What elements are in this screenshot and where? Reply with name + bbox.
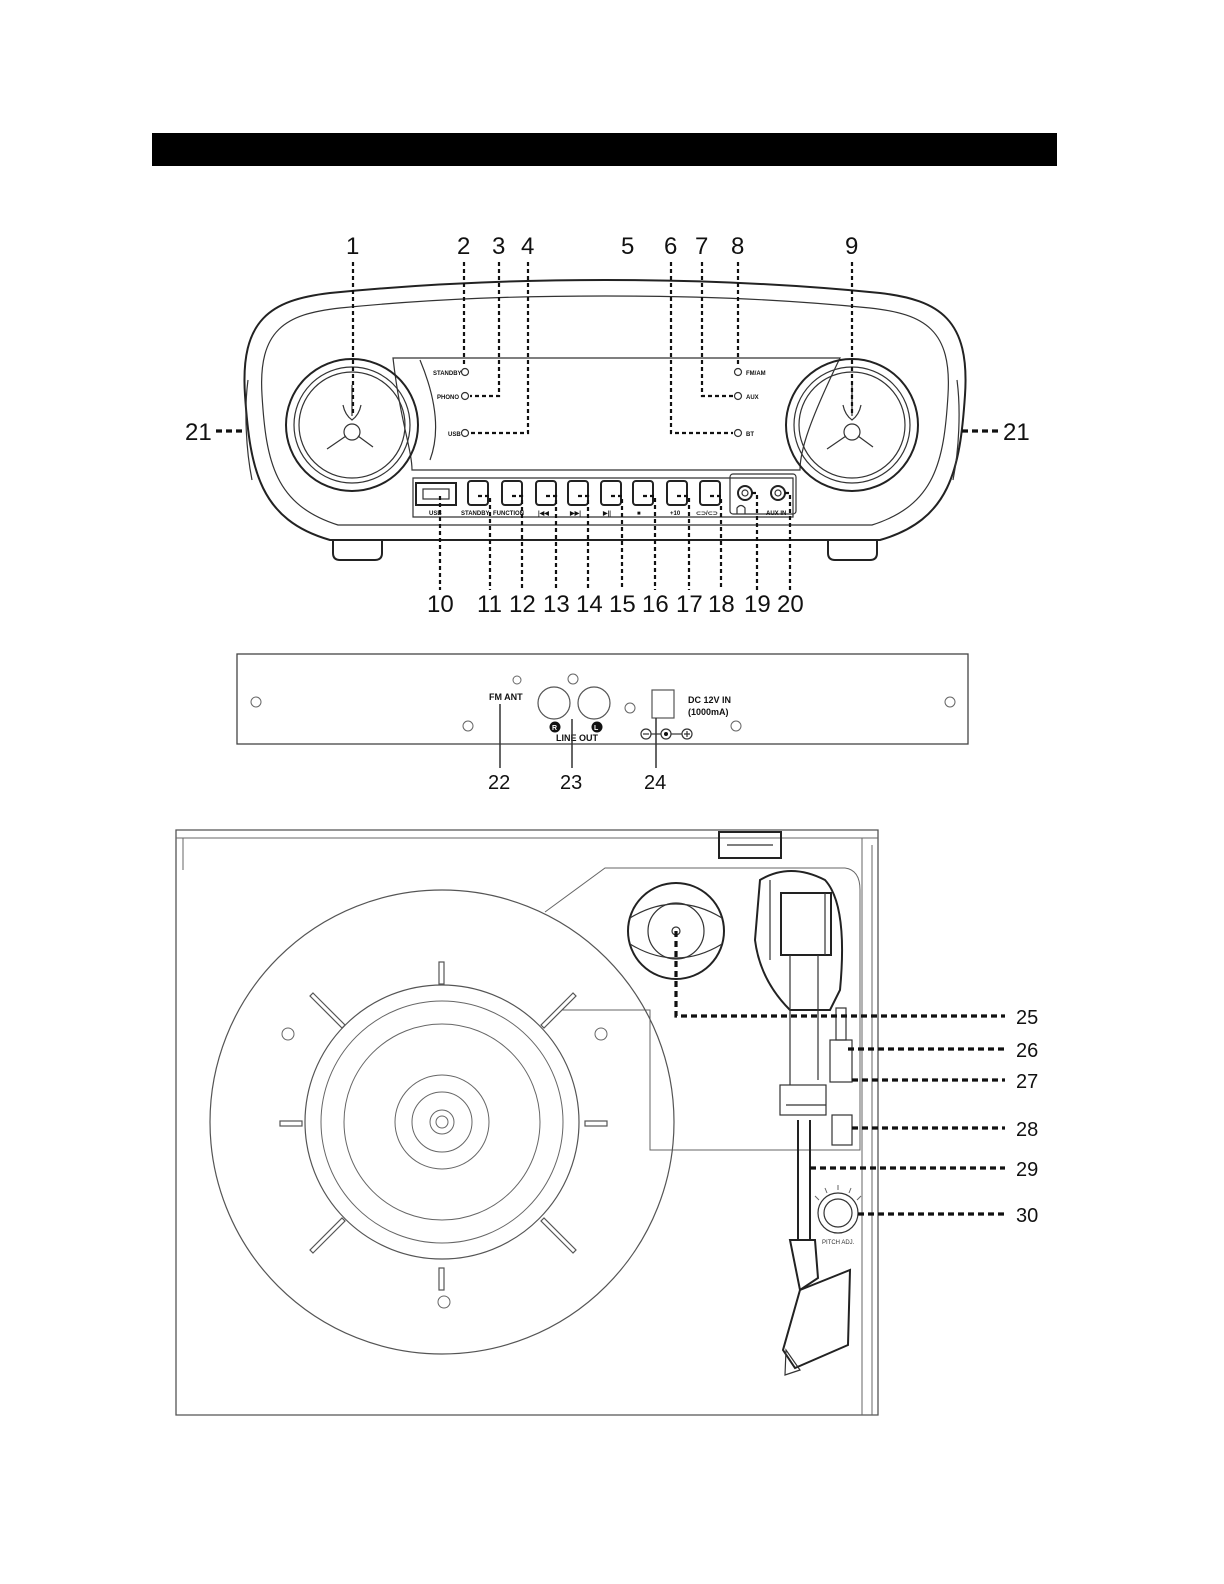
- callout-23: 23: [560, 772, 582, 794]
- callout-25: 25: [1016, 1007, 1038, 1029]
- callout-24: 24: [644, 772, 666, 794]
- next-button[interactable]: [568, 481, 588, 505]
- cue-lever[interactable]: [830, 1040, 852, 1082]
- standby-button-label: STANDBY: [461, 511, 490, 517]
- callout-4: 4: [521, 233, 534, 260]
- control-buttons: [468, 481, 720, 505]
- bt-indicator-label: BT: [746, 432, 754, 438]
- callout-20: 20: [777, 591, 804, 618]
- dc-in-label: DC 12V IN: [688, 695, 731, 705]
- callout-7: 7: [695, 233, 708, 260]
- plus10-button[interactable]: [667, 481, 687, 505]
- callout-29: 29: [1016, 1159, 1038, 1181]
- callout-15: 15: [609, 591, 636, 618]
- stop-button-label: ■: [637, 511, 641, 517]
- line-out-label: LINE OUT: [556, 733, 599, 743]
- l-mark-label: L: [594, 725, 599, 732]
- dc-current-label: (1000mA): [688, 707, 729, 717]
- play-pause-button-label: ▶||: [602, 510, 611, 517]
- tone-arm: [798, 1120, 810, 1240]
- callout-26: 26: [1016, 1040, 1038, 1062]
- plus10-button-label: +10: [670, 511, 681, 517]
- callout-9: 9: [845, 233, 858, 260]
- callout-21-left: 21: [185, 419, 212, 446]
- function-button-label: FUNCTION: [493, 511, 524, 517]
- phono-indicator-label: PHONO: [437, 395, 459, 401]
- turntable-top-view: PITCH ADJ. 25 26 27 28 29 30: [176, 830, 1038, 1415]
- standby-led-icon: [462, 369, 469, 376]
- prev-button[interactable]: [536, 481, 556, 505]
- callout-17: 17: [676, 591, 703, 618]
- counterweight: [781, 893, 831, 955]
- callout-6: 6: [664, 233, 677, 260]
- callout-12: 12: [509, 591, 536, 618]
- aux-led-icon: [735, 393, 742, 400]
- callout-30: 30: [1016, 1205, 1038, 1227]
- polarity-icon: [641, 729, 692, 739]
- repeat-button-label: ⊂⊃/⊂⊃: [696, 511, 718, 517]
- speed-switch[interactable]: [832, 1115, 852, 1145]
- aux-in-jack[interactable]: [771, 486, 785, 500]
- callout-13: 13: [543, 591, 570, 618]
- rear-panel: R L FM ANT LINE OUT DC 12V IN (1000mA) 2…: [237, 654, 968, 794]
- usb-port[interactable]: [416, 483, 456, 505]
- line-out-r-jack[interactable]: [538, 687, 570, 719]
- callout-3: 3: [492, 233, 505, 260]
- bt-led-icon: [735, 430, 742, 437]
- callout-11: 11: [477, 591, 502, 618]
- repeat-button[interactable]: [700, 481, 720, 505]
- callout-1: 1: [346, 233, 359, 260]
- r-mark-label: R: [552, 725, 557, 732]
- callout-8: 8: [731, 233, 744, 260]
- fm-am-indicator-label: FM/AM: [746, 371, 766, 377]
- callout-18: 18: [708, 591, 735, 618]
- prev-button-label: |◀◀: [538, 510, 549, 517]
- headshell: [783, 1270, 850, 1368]
- front-panel: STANDBY PHONO USB FM/AM AUX BT USB STAN: [185, 233, 1030, 618]
- callout-27: 27: [1016, 1071, 1038, 1093]
- callout-21-right: 21: [1003, 419, 1030, 446]
- play-pause-button[interactable]: [601, 481, 621, 505]
- callout-5: 5: [621, 233, 634, 260]
- function-button[interactable]: [502, 481, 522, 505]
- headphone-icon: [737, 506, 745, 515]
- callout-22: 22: [488, 772, 510, 794]
- headphone-jack[interactable]: [738, 486, 752, 500]
- standby-indicator-label: STANDBY: [433, 371, 462, 377]
- callout-28: 28: [1016, 1119, 1038, 1141]
- callout-10: 10: [427, 591, 454, 618]
- pitch-adj-label: PITCH ADJ.: [822, 1240, 855, 1246]
- usb-indicator-label: USB: [448, 432, 461, 438]
- dc-in-jack[interactable]: [652, 690, 674, 718]
- callout-14: 14: [576, 591, 603, 618]
- aux-in-label: AUX IN: [766, 511, 786, 517]
- aux-indicator-label: AUX: [746, 395, 759, 401]
- callout-16: 16: [642, 591, 669, 618]
- fm-ant-label: FM ANT: [489, 692, 523, 702]
- phono-led-icon: [462, 393, 469, 400]
- fm-am-led-icon: [735, 369, 742, 376]
- next-button-label: ▶▶|: [569, 510, 581, 517]
- standby-button[interactable]: [468, 481, 488, 505]
- callout-19: 19: [744, 591, 771, 618]
- line-out-l-jack[interactable]: [578, 687, 610, 719]
- usb-led-icon: [462, 430, 469, 437]
- spindle: [430, 1110, 454, 1134]
- callout-2: 2: [457, 233, 470, 260]
- stop-button[interactable]: [633, 481, 653, 505]
